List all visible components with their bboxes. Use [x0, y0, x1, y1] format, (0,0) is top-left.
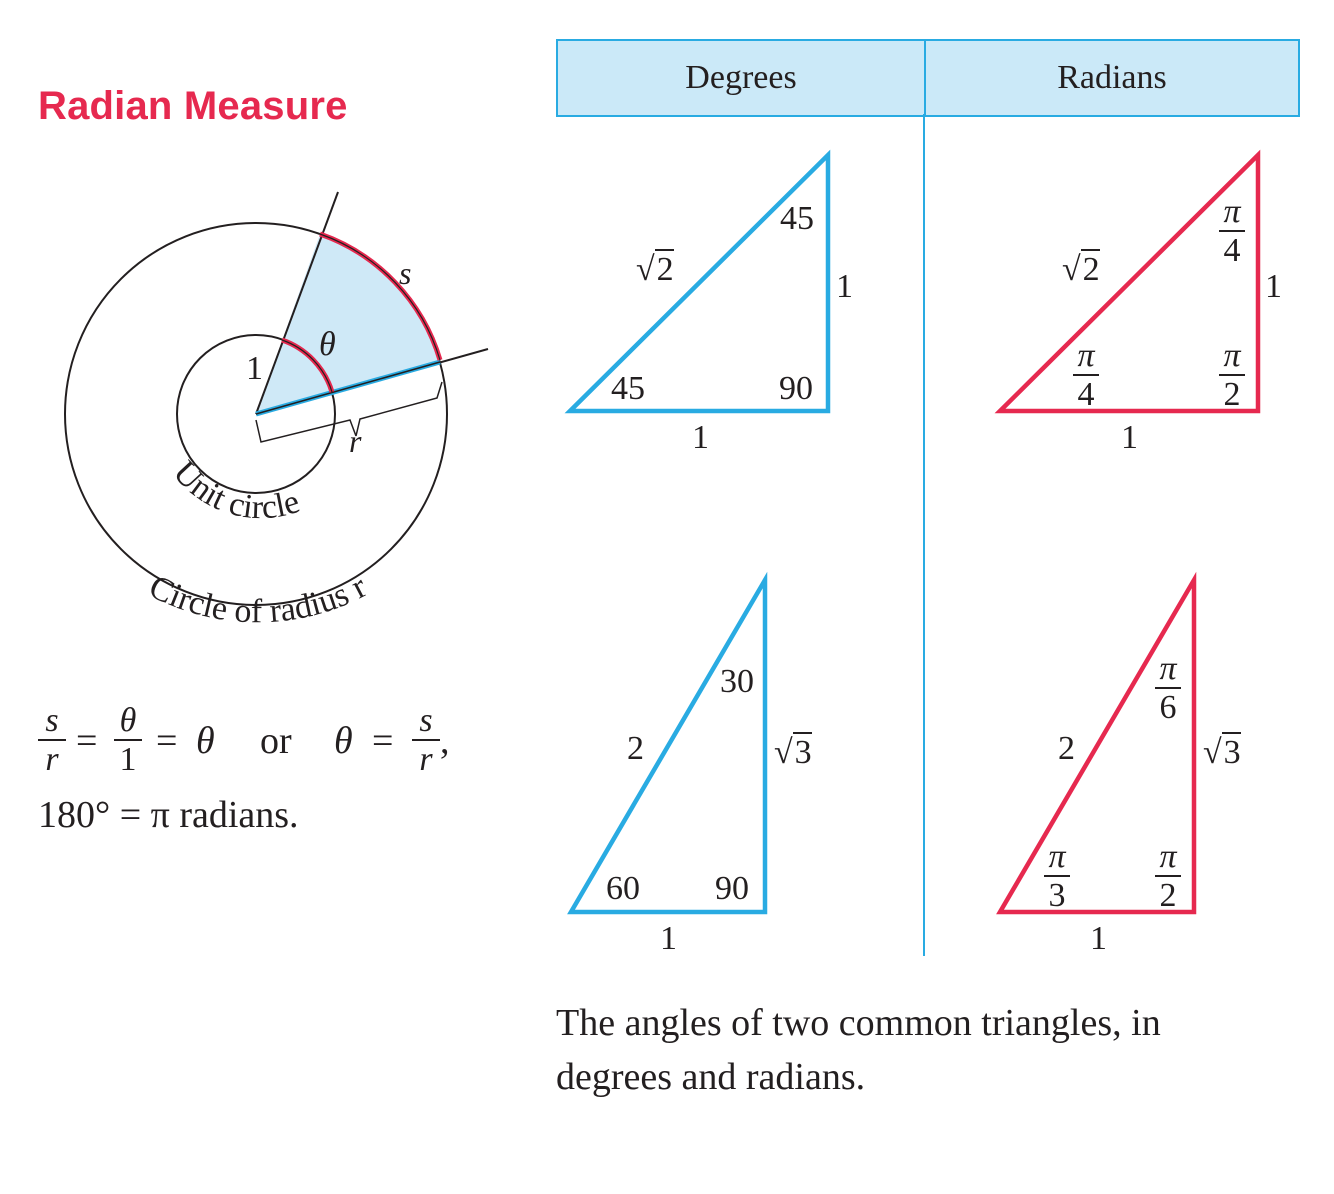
unit-circle-label: Unit circle	[166, 454, 304, 526]
big-circle-label: Circle of radius r	[143, 568, 373, 631]
tri30-rad-hypotenuse: 2	[1058, 730, 1075, 767]
theta-label: θ	[319, 326, 336, 363]
tri30-deg-angle-top: 30	[720, 663, 754, 700]
formula-line-2: 180° = π radians.	[38, 794, 299, 836]
unit-radius-label: 1	[246, 350, 263, 387]
radians-header: Radians	[924, 39, 1300, 117]
sector-fill	[256, 234, 440, 414]
column-divider	[923, 114, 925, 956]
figure-caption: The angles of two common triangles, in d…	[556, 1002, 1161, 1098]
tri30-deg-angle-left: 60	[606, 870, 640, 907]
formula-equals-3: =	[372, 720, 394, 762]
tri45-deg-angle-top: 45	[780, 200, 814, 237]
big-circle	[64, 222, 448, 606]
formula-equals-1: =	[76, 720, 98, 762]
triangle-30-radians	[996, 571, 1197, 915]
triangle-30-degrees	[567, 571, 768, 915]
formula-comma: ,	[440, 720, 450, 762]
tri45-rad-hypotenuse: √2	[1062, 249, 1100, 288]
tri30-rad-side-base: 1	[1090, 920, 1107, 957]
svg-text:Unit circle: Unit circle	[166, 454, 304, 526]
triangle-45-degrees	[564, 149, 831, 414]
tri30-rad-side-vertical: √3	[1203, 732, 1241, 771]
formula-theta: θ	[196, 720, 215, 762]
degrees-header: Degrees	[556, 39, 926, 117]
tri30-deg-side-vertical: √3	[774, 732, 812, 771]
formula-theta-2: θ	[334, 720, 353, 762]
ray-upper	[255, 191, 339, 415]
tri30-deg-angle-right: 90	[715, 870, 749, 907]
r-brace	[255, 381, 443, 443]
tri30-deg-hypotenuse: 2	[627, 730, 644, 767]
tri45-deg-angle-right: 90	[779, 370, 813, 407]
tri45-deg-angle-left: 45	[611, 370, 645, 407]
tri30-deg-side-base: 1	[660, 920, 677, 957]
tri45-rad-side-base: 1	[1121, 419, 1138, 456]
unit-circle	[176, 334, 336, 494]
r-label: r	[349, 423, 362, 459]
angle-table-header: Degrees Radians	[556, 39, 1300, 117]
tri45-rad-side-vertical: 1	[1265, 268, 1282, 305]
formula-or: or	[260, 720, 292, 762]
svg-text:Circle of radius r: Circle of radius r	[143, 568, 373, 631]
tri45-deg-side-vertical: 1	[836, 268, 853, 305]
tri45-deg-hypotenuse: √2	[636, 249, 674, 288]
formula-equals-2: =	[156, 720, 178, 762]
triangle-45-radians	[994, 149, 1261, 414]
tri45-deg-side-base: 1	[692, 419, 709, 456]
section-heading: Radian Measure	[38, 84, 348, 128]
arc-s-label: s	[399, 255, 412, 291]
